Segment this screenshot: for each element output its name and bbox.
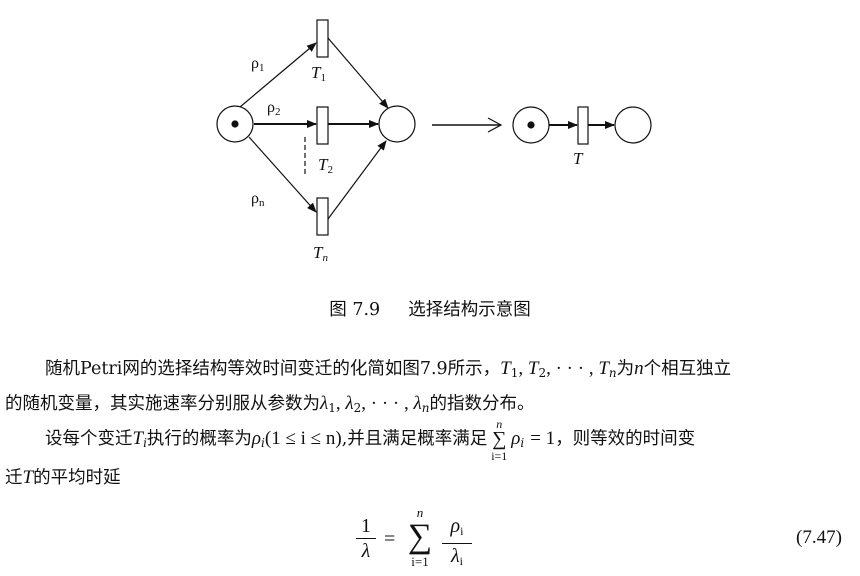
sink-place [378, 105, 416, 143]
math: 1 [510, 366, 519, 380]
label-rhon: ρn [251, 190, 265, 209]
math: n [608, 366, 617, 380]
label-t2: T2 [318, 155, 333, 176]
label-tn: Tn [313, 243, 328, 264]
arc-tn-sink [327, 140, 387, 220]
math: i [261, 436, 265, 450]
math: (1 ≤ i ≤ n) [264, 428, 342, 449]
math: = 1 [530, 428, 556, 449]
math: ρ [511, 428, 521, 449]
sum-symbol: n ∑ i=1 [407, 505, 433, 570]
paragraph1-line1: 随机Petri网的选择结构等效时间变迁的化简如图7.9所示，T1, T2, · … [45, 358, 732, 380]
label-rho2: ρ2 [267, 99, 280, 118]
text: 为 [616, 359, 635, 379]
math: λ [345, 393, 354, 414]
text: 的随机变量，其实施速率分别服从参数为 [5, 394, 320, 414]
math: T [500, 358, 511, 379]
arc-p-tn [248, 136, 317, 213]
math: · · · [555, 358, 585, 379]
math: n [634, 358, 644, 379]
text: 迁 [5, 468, 23, 488]
arc-p-t1 [239, 42, 317, 108]
source-place [216, 105, 254, 143]
token [231, 120, 239, 128]
paragraph1-line2: 的随机变量，其实施速率分别服从参数为λ1, λ2, · · · , λn的指数分… [5, 393, 535, 415]
caption-title: 选择结构示意图 [408, 300, 531, 320]
math: 1 [328, 401, 336, 415]
math: 2 [353, 401, 362, 415]
transform-arrowhead [487, 117, 503, 133]
equiv-sink-place [614, 106, 652, 144]
math: T [598, 358, 609, 379]
text: 执行的概率为 [146, 429, 252, 449]
petri-net-figure: ρ1 ρ2 ρn T1 T2 Tn T [216, 19, 652, 264]
math: λ [320, 393, 329, 414]
text: 的指数分布。 [429, 394, 535, 414]
equals-sign: = [384, 528, 396, 550]
transition-tn [316, 197, 329, 236]
caption-number: 图 7.9 [329, 300, 381, 320]
text: 个相互独立 [643, 359, 732, 379]
figure-caption: 图 7.9 选择结构示意图 [0, 296, 860, 321]
label-t: T [573, 149, 584, 168]
math: T [132, 428, 144, 449]
math: λ [413, 393, 422, 414]
transition-t2 [316, 106, 329, 145]
math: i [143, 436, 147, 450]
transition-t1 [316, 19, 329, 58]
math: T [527, 358, 539, 379]
math: ρ [251, 428, 262, 449]
equation-number: (7.47) [796, 527, 842, 548]
math: n [421, 401, 430, 415]
math: i [520, 436, 525, 450]
text: ，则等效的时间变 [555, 429, 696, 449]
text: ,并且满足概率满足 [341, 429, 488, 449]
equiv-token [527, 121, 535, 129]
label-t1: T1 [311, 63, 326, 84]
math: · · · [370, 393, 400, 414]
arc-t1-sink [327, 37, 389, 109]
text: 的平均时延 [33, 468, 121, 488]
text: 设每个变迁 [45, 429, 133, 449]
equiv-transition-t [577, 106, 589, 145]
math: T [22, 467, 34, 488]
math: 2 [538, 366, 547, 380]
sum-symbol: n∑i=1 [491, 416, 508, 463]
text: 随机Petri网的选择结构等效时间变迁的化简如图7.9所示， [45, 359, 501, 379]
paragraph2-line2: 迁T的平均时延 [5, 467, 121, 489]
label-rho1: ρ1 [251, 55, 264, 74]
